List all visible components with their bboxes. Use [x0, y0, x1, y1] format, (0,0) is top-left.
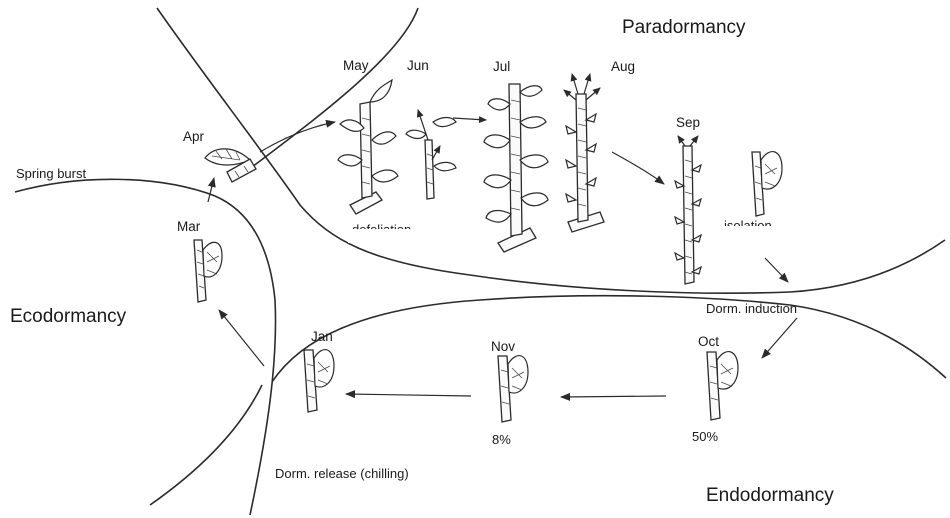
- spring-burst-percent-partial: 100%: [76, 202, 126, 219]
- arrow-to-dorm-induction: [765, 258, 788, 282]
- top-left-boundary-curve: [157, 8, 945, 293]
- arrow-aug-to-sep: [612, 152, 664, 184]
- twig-illustration-apr: [205, 149, 256, 182]
- bud-illustration-jan: [304, 350, 334, 412]
- upper-left-boundary-curve: [15, 179, 276, 515]
- month-label-mar: Mar: [177, 219, 201, 234]
- zone-ecodormancy-label: Ecodormancy: [10, 306, 127, 327]
- upper-right-boundary-curve: [235, 8, 418, 180]
- arrow-mar-to-apr: [208, 178, 214, 202]
- shoot-illustration-jun: [406, 110, 456, 199]
- month-label-oct: Oct: [698, 334, 719, 349]
- month-label-apr: Apr: [183, 129, 205, 144]
- twig-illustration-mar: [194, 240, 222, 302]
- lower-left-boundary-curve: [150, 385, 262, 505]
- dorm-release-label: Dorm. release (chilling): [275, 466, 409, 481]
- month-label-nov: Nov: [491, 339, 515, 354]
- month-label-may: May: [343, 58, 369, 73]
- isolation-label-partial: isolation: [720, 218, 800, 238]
- month-label-jul: Jul: [493, 59, 510, 74]
- percent-label-oct: 50%: [692, 429, 718, 444]
- bud-illustration-oct: [707, 352, 738, 420]
- month-label-jan: Jan: [311, 329, 333, 344]
- bud-illustration-isolation: [752, 152, 782, 216]
- shoot-illustration-sep: [675, 136, 701, 284]
- shoot-illustration-aug: [564, 74, 604, 232]
- arrow-oct-to-nov: [561, 396, 666, 397]
- shoot-illustration-jul: [484, 84, 548, 252]
- zone-endodormancy-label: Endodormancy: [706, 485, 834, 506]
- arrow-jan-to-mar: [219, 310, 264, 366]
- defoliation-label-partial: defoliation: [348, 222, 458, 243]
- percent-label-nov: 8%: [492, 432, 511, 447]
- month-label-jun: Jun: [407, 58, 429, 73]
- shoot-illustration-may: [338, 80, 398, 214]
- dorm-induction-label: Dorm. induction: [706, 301, 797, 316]
- month-label-sep: Sep: [676, 115, 700, 130]
- lower-right-boundary-curve: [272, 296, 946, 382]
- arrow-nov-to-jan: [346, 394, 471, 396]
- spring-burst-label: Spring burst: [16, 166, 86, 181]
- arrow-jun-to-jul: [453, 118, 486, 120]
- arrow-induction-to-oct: [762, 318, 797, 358]
- zone-paradormancy-label: Paradormancy: [622, 17, 746, 38]
- arrow-apr-to-may: [260, 122, 335, 152]
- month-label-aug: Aug: [611, 59, 635, 74]
- bud-illustration-nov: [498, 356, 528, 422]
